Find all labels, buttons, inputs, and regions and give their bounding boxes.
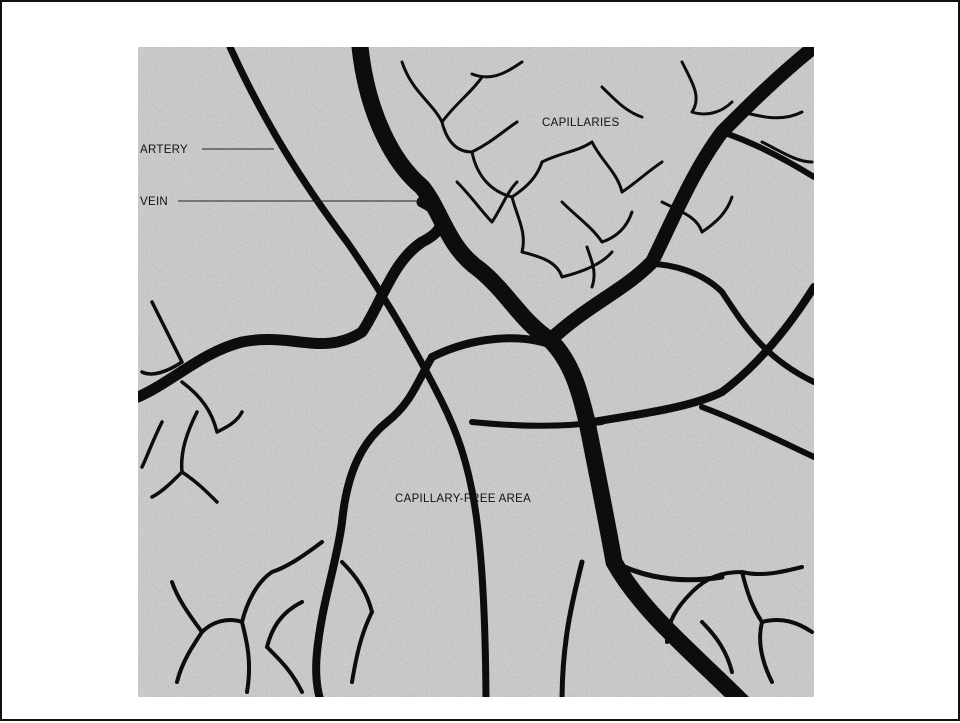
- label-capillaries: CAPILLARIES: [542, 117, 619, 129]
- label-artery: ARTERY: [140, 144, 188, 156]
- label-capillary-free-area: CAPILLARY-FREE AREA: [395, 493, 531, 505]
- label-vein: VEIN: [140, 196, 168, 208]
